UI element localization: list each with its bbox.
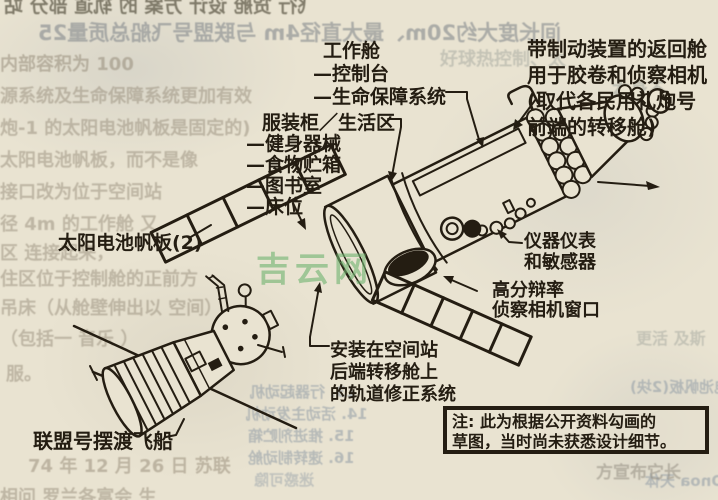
label-living-area: 服装柜／生活区 —健身器械 —食物贮箱 —图书室 —床位 xyxy=(246,112,396,218)
soyuz-spacecraft xyxy=(101,274,280,438)
note-box: 注: 此为根据公开资料勾画的 草图，当时尚未获悉设计细节。 xyxy=(443,406,709,454)
soyuz-probe xyxy=(257,344,283,353)
note-line: 草图，当时尚未获悉设计细节。 xyxy=(452,432,677,451)
site-watermark: 吉云网 xyxy=(256,250,373,290)
porthole xyxy=(439,216,465,241)
label-orbit-correction: 安装在空间站 后端转移舱上 的轨道修正系统 xyxy=(330,340,456,405)
leader-arrows xyxy=(165,91,537,438)
label-return-capsule: 带制动装置的返回舱 用于胶卷和侦察相机 (取代各民用礼炮号 前端的转移舱) xyxy=(527,37,707,139)
label-camera-window: 高分辩率 侦察相机窗口 xyxy=(492,280,600,321)
antenna-boom xyxy=(597,181,660,190)
label-instruments: 仪器仪表 和敏感器 xyxy=(524,231,596,273)
loop-antenna xyxy=(237,283,252,298)
dark-porthole xyxy=(463,219,482,238)
window-strip xyxy=(411,127,527,197)
solar-panel-right xyxy=(370,270,533,367)
hook-antenna xyxy=(507,84,540,106)
solar-panel-left xyxy=(149,143,347,264)
bent-antenna xyxy=(205,275,224,314)
label-work-module: 工作舱 —控制台 —生命保障系统 xyxy=(313,40,447,108)
docking-unit xyxy=(261,309,280,331)
label-soyuz: 联盟号摆渡飞船 xyxy=(33,429,173,453)
note-line: 注: 此为根据公开资料勾画的 xyxy=(452,412,656,431)
camera-window-oval xyxy=(383,247,437,287)
label-solar-panels: 太阳电池帆板(2) xyxy=(58,232,203,254)
